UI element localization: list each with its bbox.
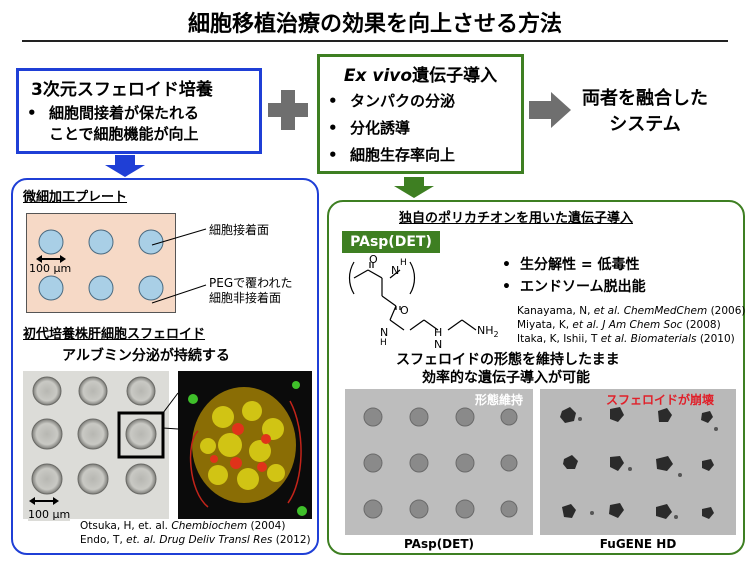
plate-scale-label: 100 μm [29, 262, 72, 275]
polycation-panel [327, 200, 745, 555]
microplate-diagram [26, 213, 176, 313]
list-item: •生分解性 = 低毒性 [502, 257, 640, 273]
gene-transfer-heading: Ex vivo遺伝子導入 [343, 66, 498, 86]
shape-maintained-tag: 形態維持 [475, 393, 524, 407]
list-item: •分化誘導 [328, 119, 411, 137]
chem-nitrogen-1: N [391, 264, 400, 277]
reference-item: Kanayama, N, et al. ChemMedChem (2006) [517, 305, 746, 317]
ex-vivo-gene-transfer-box: Ex vivo遺伝子導入 •タンパクの分泌 •分化誘導 •細胞生存率向上 [317, 54, 524, 174]
bullet-line-1: 細胞間接着が保たれる [49, 104, 200, 122]
spheroid-brightfield-image [23, 371, 169, 519]
spheroid-fluorescence-image [178, 371, 312, 519]
fugene-caption: FuGENE HD [599, 537, 677, 551]
photo-scale-label: 100 μm [28, 508, 71, 521]
adhesive-surface-label: 細胞接着面 [209, 223, 270, 237]
reference-item: Miyata, K, et al. J Am Chem Soc (2008) [517, 319, 721, 331]
reference-otsuka: Otsuka, H, et. al. Chembiochem (2004) [80, 520, 286, 532]
chem-terminal-amine: NH2 [477, 324, 499, 340]
down-arrow-blue-icon [105, 155, 145, 177]
reference-endo: Endo, T, et. al. Drug Deliv Transl Res (… [80, 534, 311, 546]
list-item: •タンパクの分泌 [328, 92, 456, 110]
chem-amide-hydrogen: H [380, 338, 387, 348]
gene-transfer-bullets: •タンパクの分泌 •分化誘導 •細胞生存率向上 [328, 88, 513, 169]
page-title: 細胞移植治療の効果を向上させる方法 [187, 12, 562, 37]
pasp-det-micrograph [345, 389, 533, 535]
combined-system-text: 両者を融合した システム [582, 88, 708, 135]
scale-arrow-icon [29, 497, 59, 505]
leader-lines [151, 228, 207, 304]
right-arrow-icon [529, 92, 571, 128]
pasp-det-structure [348, 261, 477, 331]
reference-item: Itaka, K, Ishii, T et al. Biomaterials (… [517, 333, 735, 345]
polycation-properties: •生分解性 = 低毒性 •エンドソーム脱出能 [502, 254, 646, 298]
zoom-connector-lines [163, 392, 179, 430]
well-icon [88, 229, 114, 255]
chem-amine-hydrogen: H [434, 326, 443, 339]
microplate-panel [11, 178, 319, 555]
fugene-micrograph [540, 389, 736, 535]
spheroid-culture-box: 3次元スフェロイド培養 • 細胞間接着が保たれる ことで細胞機能が向上 [16, 68, 262, 154]
plus-icon [268, 90, 308, 130]
chem-hydrogen-1: H [400, 258, 407, 268]
spheroid-culture-bullet: • 細胞間接着が保たれる ことで細胞機能が向上 [27, 103, 251, 145]
polycation-heading: 独自のポリカチオンを用いた遺伝子導入 [399, 211, 634, 226]
title-divider [22, 40, 728, 42]
peg-surface-label: PEGで覆われた 細胞非接着面 [209, 276, 293, 305]
scale-arrow-icon [36, 255, 66, 263]
chem-amide-nitrogen: N [380, 326, 389, 339]
list-item: •エンドソーム脱出能 [502, 279, 646, 295]
well-icon [38, 229, 64, 255]
summary-line-2: 効率的な遺伝子導入が可能 [422, 370, 590, 386]
spheroid-collapse-tag: スフェロイドが崩壊 [606, 393, 715, 407]
bullet-dot-icon: • [27, 104, 37, 122]
list-item: •細胞生存率向上 [328, 146, 456, 164]
well-icon [88, 275, 114, 301]
down-arrow-green-icon [394, 177, 434, 198]
spheroid-heading: 初代培養株肝細胞スフェロイド [23, 327, 206, 342]
pasp-det-badge: PAsp(DET) [342, 231, 440, 253]
chem-amine-nitrogen: N [434, 338, 443, 351]
pasp-det-caption: PAsp(DET) [403, 537, 475, 551]
plate-heading: 微細加工プレート [23, 190, 128, 205]
well-icon [138, 275, 164, 301]
reference-list: Kanayama, N, et al. ChemMedChem (2006) M… [517, 304, 746, 346]
spheroid-culture-heading: 3次元スフェロイド培養 [31, 80, 213, 100]
albumin-statement: アルブミン分泌が持続する [62, 348, 230, 364]
chem-oxygen-1: O [369, 253, 378, 266]
well-icon [38, 275, 64, 301]
summary-line-1: スフェロイドの形態を維持したまま [396, 352, 620, 368]
chem-oxygen-2: O [400, 304, 409, 317]
zoom-box [117, 411, 165, 459]
bullet-line-2: ことで細胞機能が向上 [49, 125, 199, 143]
